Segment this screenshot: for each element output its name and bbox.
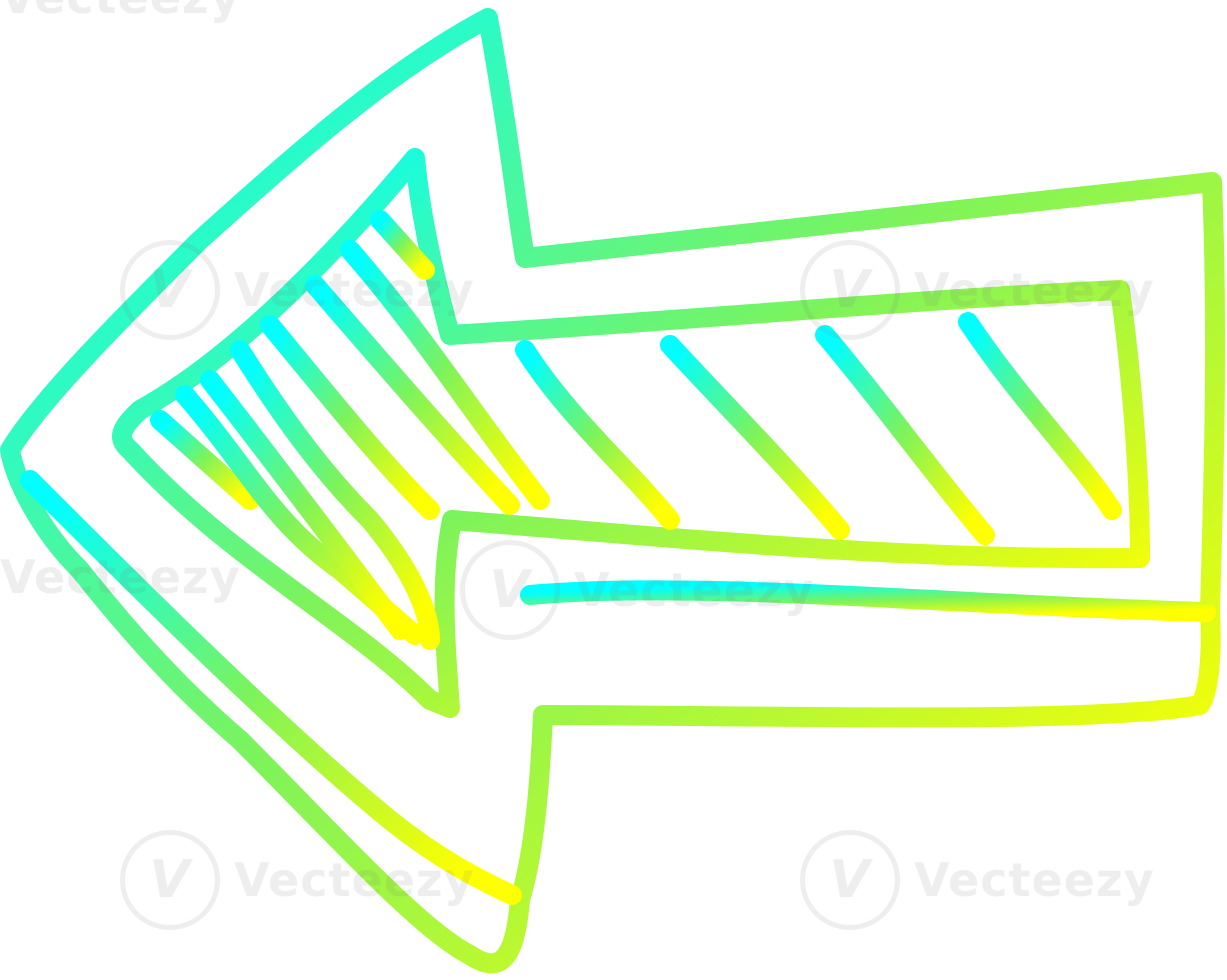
arrow-stripe-11	[815, 325, 995, 545]
arrow-stripe-8	[370, 210, 435, 280]
arrow-stripe-12	[958, 312, 1122, 520]
arrow-stripe-2	[175, 385, 425, 645]
arrow-inner-diagonal	[20, 470, 522, 905]
arrow-lower-shaft-edge	[520, 580, 1216, 622]
arrow-stripe-4	[230, 340, 440, 650]
arrow-stripe-6	[305, 275, 520, 515]
arrow-stripe-1	[150, 410, 260, 510]
arrow-stripe-10	[660, 335, 850, 540]
arrow-stripe-7	[340, 240, 550, 510]
arrow-stripe-5	[260, 315, 440, 520]
arrow-inner-outline	[112, 148, 1150, 718]
arrow-outer-outline	[0, 8, 1226, 974]
arrow-stripe-3	[200, 370, 410, 640]
arrow-stripe-9	[515, 340, 680, 530]
